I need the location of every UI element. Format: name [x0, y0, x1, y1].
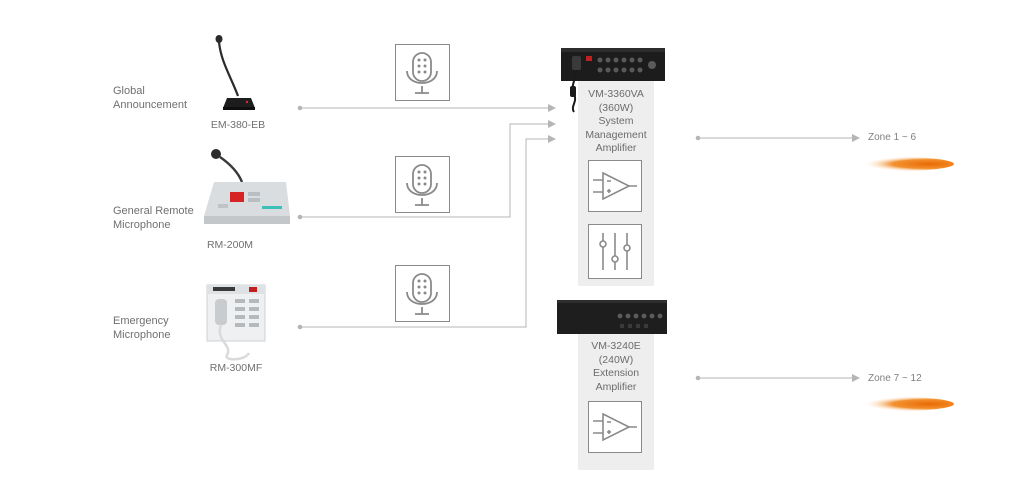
zone-1-label: Zone 1 ~ 6 [868, 132, 917, 143]
system-amplifier-image [561, 48, 665, 113]
wire-general-remote [300, 123, 548, 218]
amplifier-icon [588, 160, 642, 212]
model-rm-200m: RM-200M [206, 239, 254, 251]
source-label-emergency: Emergency Microphone [113, 315, 171, 341]
desk-remote-microphone-image [204, 149, 290, 224]
wire-emergency [300, 138, 548, 328]
zone-1-speaker-glow [842, 157, 954, 171]
equalizer-icon-graphic [599, 233, 631, 270]
microphone-icon-graphic [406, 52, 438, 94]
source-label-global: Global Announcement [113, 85, 187, 111]
microphone-icon [395, 156, 450, 213]
microphone-icon-graphic [406, 273, 438, 315]
extension-amplifier-label: VM-3240E (240W) Extension Amplifier [591, 340, 641, 393]
microphone-icon [395, 44, 450, 101]
emergency-microphone-image [206, 284, 266, 361]
amplifier-icon-graphic [593, 412, 637, 442]
extension-amplifier-image [557, 300, 667, 334]
microphone-icon-graphic [406, 164, 438, 206]
source-label-general-remote: General Remote Microphone [113, 205, 194, 231]
model-em-380-eb: EM-380-EB [210, 119, 266, 131]
zone-2-speaker-glow [842, 397, 954, 411]
equalizer-icon [588, 224, 642, 279]
amplifier-icon [588, 401, 642, 453]
microphone-icon [395, 265, 450, 322]
amplifier-icon-graphic [593, 171, 637, 201]
model-rm-300mf: RM-300MF [209, 362, 263, 374]
gooseneck-microphone-image [215, 35, 255, 110]
system-amplifier-label: VM-3360VA (360W) System Management Ampli… [585, 88, 647, 154]
zone-2-label: Zone 7 ~ 12 [868, 373, 922, 384]
